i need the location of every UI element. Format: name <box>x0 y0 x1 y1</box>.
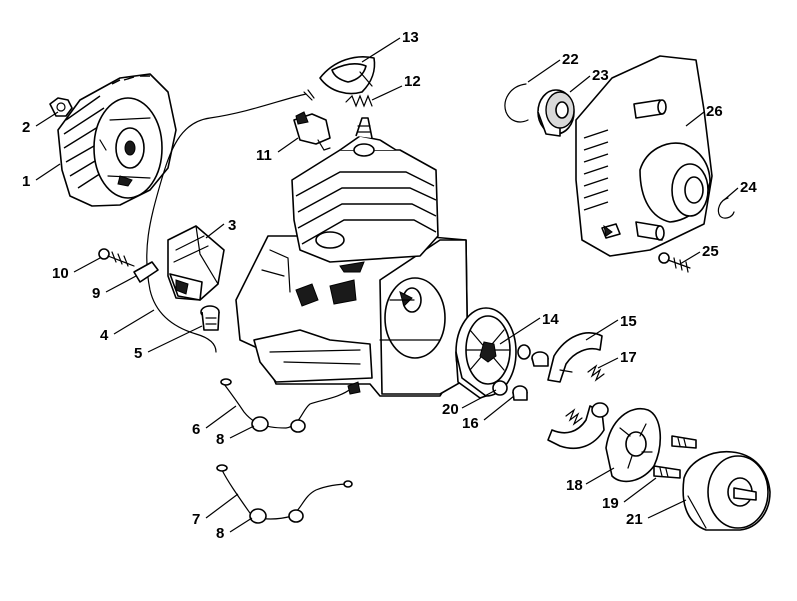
nut-drawing <box>49 97 73 117</box>
clutch-shoe-drawing <box>547 332 609 450</box>
callout-4: 4 <box>100 327 109 344</box>
callout-10: 10 <box>52 265 69 282</box>
callout-24: 24 <box>740 179 757 196</box>
callout-12: 12 <box>404 73 421 90</box>
crankcase-cover-drawing <box>575 55 713 257</box>
clutch-carrier-drawing <box>455 307 517 399</box>
callout-9: 9 <box>92 285 100 302</box>
callout-8a: 8 <box>216 431 224 448</box>
callout-8b: 8 <box>216 525 224 542</box>
callout-6: 6 <box>192 421 200 438</box>
ignition-module-drawing <box>167 225 225 301</box>
callout-11: 11 <box>256 147 272 164</box>
bushing-16-drawing <box>512 385 528 401</box>
terminal-drawing <box>293 111 331 151</box>
callout-25: 25 <box>702 243 719 260</box>
needle-bearing-drawing <box>531 351 549 367</box>
ground-wire-7-drawing <box>216 464 353 524</box>
ground-wire-6-drawing <box>220 378 361 433</box>
callout-16: 16 <box>462 415 479 432</box>
bolt-drawing <box>653 435 697 479</box>
washer-20-drawing <box>492 380 508 396</box>
callout-13: 13 <box>402 29 419 46</box>
engine-block-drawing <box>235 235 469 397</box>
spark-plug-boot-drawing <box>200 305 220 331</box>
cylinder-drawing <box>291 117 439 273</box>
circlip-24-drawing <box>717 197 735 219</box>
callout-15: 15 <box>620 313 637 330</box>
callout-1: 1 <box>22 173 30 190</box>
thrust-plate-drawing <box>605 408 662 483</box>
callout-26: 26 <box>706 103 723 120</box>
screw-25-drawing <box>658 252 691 273</box>
callout-19: 19 <box>602 495 619 512</box>
callout-5: 5 <box>134 345 142 362</box>
callout-17: 17 <box>620 349 637 366</box>
callout-21: 21 <box>626 511 643 528</box>
clutch-drum-drawing <box>682 451 771 531</box>
callout-2: 2 <box>22 119 30 136</box>
spring-drawing <box>345 94 373 108</box>
callout-3: 3 <box>228 217 236 234</box>
spacer-drawing <box>133 261 159 283</box>
circlip-22-drawing <box>504 83 529 123</box>
callout-14: 14 <box>542 311 559 328</box>
callout-18: 18 <box>566 477 583 494</box>
ignition-lead-drawing <box>146 93 307 353</box>
cap-drawing <box>319 56 376 95</box>
callout-labels: 1 2 3 4 5 6 7 8 8 9 10 11 12 13 14 15 16… <box>22 29 757 542</box>
ball-bearing-drawing <box>537 89 575 137</box>
callout-22: 22 <box>562 51 579 68</box>
tension-spring-drawing <box>565 364 605 426</box>
screw-drawing <box>98 248 135 267</box>
flywheel-drawing <box>57 73 177 207</box>
callout-20: 20 <box>442 401 459 418</box>
callout-23: 23 <box>592 67 609 84</box>
callout-7: 7 <box>192 511 200 528</box>
washer-drawing <box>517 344 531 360</box>
leader-lines <box>35 37 739 533</box>
